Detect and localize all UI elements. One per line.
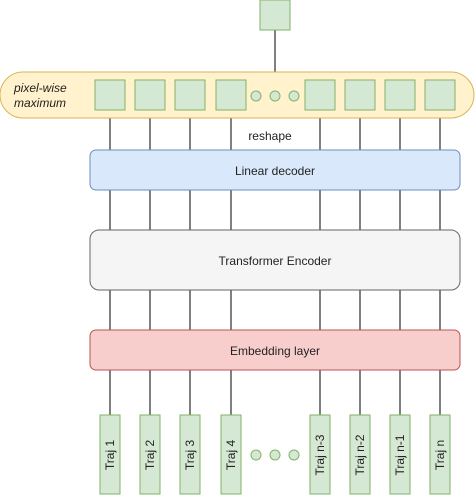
trajectory-label: Traj n-3 <box>313 434 327 475</box>
ellipsis-dot <box>250 449 262 461</box>
feature-square <box>344 79 376 111</box>
ellipsis-dot <box>250 90 262 102</box>
trajectory-box: Traj 4 <box>220 414 242 495</box>
ellipsis-dot <box>288 449 300 461</box>
trajectory-box: Traj n <box>429 414 451 495</box>
input-ellipsis-dots <box>250 449 300 461</box>
trajectory-label: Traj n <box>433 440 447 470</box>
output-square <box>259 0 291 31</box>
trajectory-box: Traj n-3 <box>309 414 331 495</box>
ellipsis-dot <box>288 90 300 102</box>
ellipsis-dot <box>269 449 281 461</box>
feature-square <box>384 79 416 111</box>
feature-square <box>174 79 206 111</box>
trajectory-box: Traj 3 <box>179 414 201 495</box>
trajectory-box: Traj 2 <box>139 414 161 495</box>
trajectory-label: Traj 3 <box>183 440 197 471</box>
reshape-label: reshape <box>248 129 292 143</box>
trajectory-inputs: Traj 1 Traj 2 Traj 3 Traj 4 Traj n-3 Tra… <box>99 414 451 495</box>
embedding-layer-label: Embedding layer <box>230 344 320 358</box>
linear-decoder-label: Linear decoder <box>235 164 315 178</box>
feature-square <box>134 79 166 111</box>
trajectory-label: Traj 4 <box>224 440 238 471</box>
pool-label-line2: maximum <box>14 96 66 110</box>
feature-square <box>215 79 247 111</box>
trajectory-box: Traj n-1 <box>389 414 411 495</box>
linear-decoder-box <box>89 149 461 191</box>
pool-ellipsis-dots <box>250 90 300 102</box>
feature-squares <box>94 79 456 111</box>
transformer-encoder-box <box>89 229 461 291</box>
feature-square <box>94 79 126 111</box>
ellipsis-dot <box>269 90 281 102</box>
trajectory-label: Traj 2 <box>143 440 157 471</box>
feature-square <box>424 79 456 111</box>
transformer-encoder-label: Transformer Encoder <box>219 254 332 268</box>
trajectory-label: Traj 1 <box>103 440 117 471</box>
embedding-layer-box <box>89 329 461 371</box>
trajectory-label: Traj n-2 <box>353 434 367 475</box>
feature-square <box>304 79 336 111</box>
trajectory-label: Traj n-1 <box>393 434 407 475</box>
pool-label-line1: pixel-wise <box>13 81 67 95</box>
trajectory-box: Traj 1 <box>99 414 121 495</box>
trajectory-box: Traj n-2 <box>349 414 371 495</box>
